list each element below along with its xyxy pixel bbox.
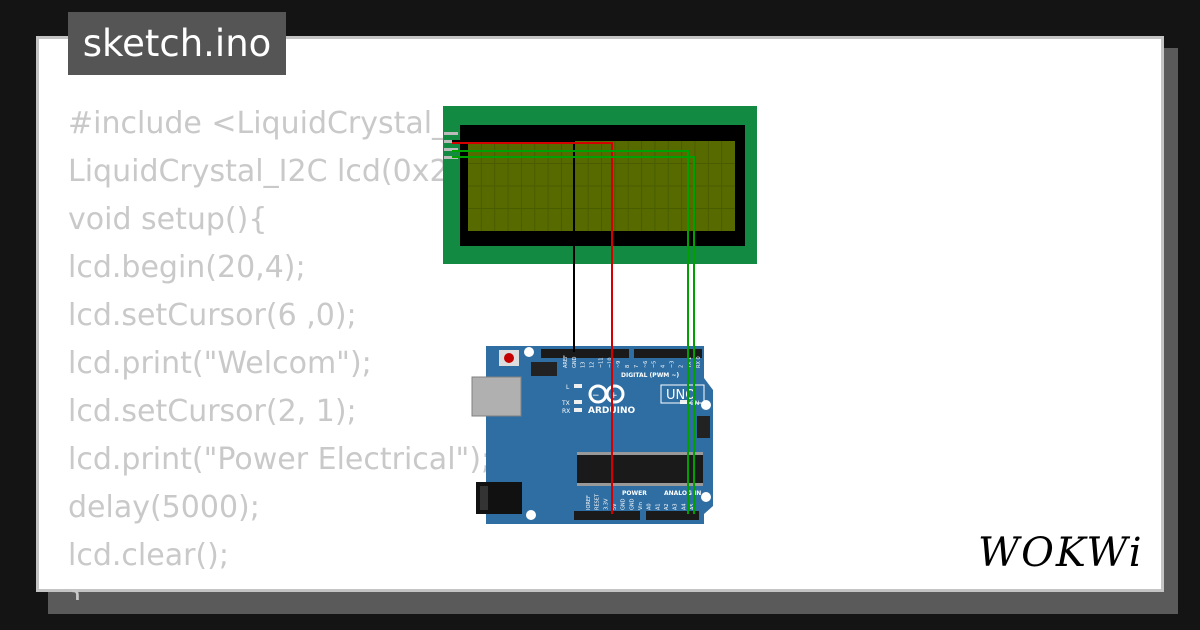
pin-label: GND bbox=[621, 498, 627, 510]
pin-label: Vin bbox=[638, 502, 644, 510]
power-label: POWER bbox=[622, 490, 647, 497]
wires bbox=[452, 140, 695, 514]
digital-label: DIGITAL (PWM ~) bbox=[621, 372, 679, 379]
pin-label: IOREF bbox=[586, 495, 592, 510]
model-box bbox=[660, 384, 705, 404]
code-line[interactable]: void setup(){ bbox=[68, 202, 268, 237]
reset-button-cap bbox=[504, 353, 514, 363]
pin-label: 13 bbox=[581, 362, 587, 368]
arduino-uno-board[interactable]: − + UNO ARDUINO DIGITAL (PWM ~) POWER AN… bbox=[471, 346, 713, 524]
pin-label: 2 bbox=[678, 365, 684, 368]
code-line[interactable]: lcd.clear(); bbox=[68, 538, 229, 573]
file-tab[interactable]: sketch.ino bbox=[68, 12, 286, 75]
code-line[interactable]: } bbox=[68, 580, 588, 600]
pin-label: ~9 bbox=[616, 361, 622, 368]
pin-label: RESET bbox=[595, 493, 601, 510]
pin-label: A0 bbox=[647, 503, 653, 510]
led-tx-label: TX bbox=[561, 400, 570, 407]
lcd-module[interactable] bbox=[443, 106, 757, 264]
wokwi-logo-text: WOKWi bbox=[978, 530, 1144, 576]
pin-label: 4 bbox=[661, 365, 667, 368]
pin-label: A2 bbox=[664, 503, 670, 510]
top-header-right bbox=[634, 349, 702, 358]
lcd-i2c-pins bbox=[444, 132, 458, 159]
bottom-header-power bbox=[574, 511, 640, 520]
pin-label: RX 0 bbox=[696, 356, 702, 368]
code-line[interactable]: lcd.setCursor(2, 1); bbox=[68, 394, 357, 429]
pin-label: GND bbox=[572, 356, 578, 368]
wire-sda[interactable] bbox=[452, 150, 689, 514]
code-line[interactable]: lcd.print("Welcom"); bbox=[68, 346, 372, 381]
code-line[interactable]: lcd.begin(20,4); bbox=[68, 250, 306, 285]
status-leds bbox=[574, 384, 688, 412]
atmega-chip bbox=[577, 452, 703, 486]
wire-vcc[interactable] bbox=[452, 142, 613, 514]
pin-label: GND bbox=[629, 498, 635, 510]
pin-label: A3 bbox=[673, 503, 679, 510]
pin-label: ~11 bbox=[598, 357, 604, 368]
usb-port[interactable] bbox=[471, 376, 522, 417]
led-l-label: L bbox=[566, 384, 570, 391]
wire-scl[interactable] bbox=[452, 156, 695, 514]
code-line[interactable]: #include <LiquidCrystal_I bbox=[68, 106, 456, 141]
icsp-header bbox=[531, 362, 557, 376]
code-editor: #include <LiquidCrystal_I LiquidCrystal_I… bbox=[68, 100, 588, 600]
pin-label: ~10 bbox=[607, 357, 613, 368]
chip-pins-bottom bbox=[577, 483, 703, 486]
pin-label: A1 bbox=[655, 503, 661, 510]
arduino-logo bbox=[588, 384, 625, 404]
pin-label: ~3 bbox=[669, 361, 675, 368]
wokwi-logo: WOKWi bbox=[978, 530, 1144, 576]
analog-label: ANALOG IN bbox=[664, 490, 701, 497]
chip-pins-top bbox=[577, 452, 703, 455]
code-line[interactable]: lcd.print("Power Electrical"); bbox=[68, 442, 492, 477]
pin-label: TX 1 bbox=[687, 357, 693, 369]
right-icsp-header bbox=[697, 416, 710, 438]
led-rx-label: RX bbox=[562, 408, 570, 415]
pin-label: ~6 bbox=[643, 361, 649, 368]
top-header-left bbox=[541, 349, 629, 358]
logo-plus: + bbox=[610, 391, 618, 401]
pin-label: 12 bbox=[590, 362, 596, 368]
pin-label: A4 bbox=[681, 503, 687, 510]
logo-minus: − bbox=[592, 391, 600, 401]
code-line[interactable]: delay(5000); bbox=[68, 490, 260, 525]
code-line[interactable]: LiquidCrystal_I2C lcd(0x2 bbox=[68, 154, 449, 189]
power-jack-inner bbox=[480, 486, 488, 510]
pin-label: 5V bbox=[612, 503, 618, 510]
pin-label: ~5 bbox=[652, 361, 658, 368]
pin-label: 3.3V bbox=[603, 498, 609, 510]
wire-gnd[interactable] bbox=[452, 140, 575, 352]
pin-label: AREF bbox=[563, 355, 569, 368]
code-line[interactable]: lcd.setCursor(6 ,0); bbox=[68, 298, 357, 333]
pin-label: 7 bbox=[634, 365, 640, 368]
pin-label: 8 bbox=[625, 365, 631, 368]
bottom-header-analog bbox=[646, 511, 699, 520]
